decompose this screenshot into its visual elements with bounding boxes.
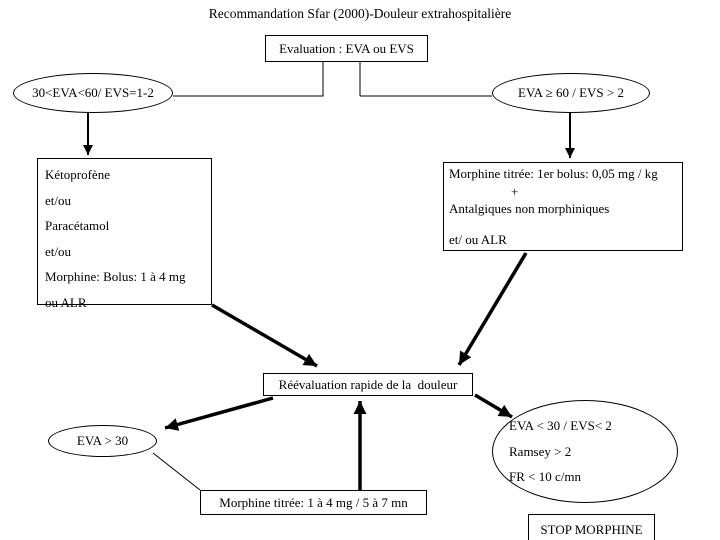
evaluation-box: Evaluation : EVA ou EVS [265,35,428,62]
moderate-treatment-box: Kétoprofène et/ou Paracétamol et/ou Morp… [37,158,212,310]
arrow-severe-treatment-to-reevaluation [457,252,528,366]
eva-over-30-ellipse: EVA > 30 [48,425,157,457]
treatment-line: + [511,183,519,199]
morphine-titration-box: Morphine titrée: 1 à 4 mg / 5 à 7 mn [200,490,427,515]
treatment-line: et/ou [45,243,71,259]
stop-morphine-box: STOP MORPHINE [528,514,655,540]
stop-morphine-label: STOP MORPHINE [540,521,643,537]
reevaluation-label: Réévaluation rapide de la douleur [278,376,458,392]
criteria-line: EVA < 30 / EVS< 2 [509,418,612,434]
connector-eva30-to-titration [152,452,201,491]
stop-criteria-ellipse: EVA < 30 / EVS< 2 Ramsey > 2 FR < 10 c/m… [492,400,678,503]
flowchart-title: Recommandation Sfar (2000)-Douleur extra… [208,6,512,21]
moderate-pain-ellipse: 30<EVA<60/ EVS=1-2 [13,73,173,113]
criteria-line: Ramsey > 2 [509,443,572,459]
treatment-line: et/ ou ALR [449,231,507,247]
treatment-line: Morphine titrée: 1er bolus: 0,05 mg / kg [449,166,658,181]
severe-pain-label: EVA ≥ 60 / EVS > 2 [518,85,624,100]
treatment-line: Morphine: Bolus: 1 à 4 mg [45,269,186,284]
treatment-line: Kétoprofène [45,167,110,182]
morphine-titration-label: Morphine titrée: 1 à 4 mg / 5 à 7 mn [219,494,408,510]
arrow-reevaluation-to-eva30 [164,396,274,431]
treatment-line: et/ou [45,192,71,208]
severe-treatment-box: Morphine titrée: 1er bolus: 0,05 mg / kg… [443,162,683,251]
moderate-pain-label: 30<EVA<60/ EVS=1-2 [32,85,154,100]
criteria-line: FR < 10 c/mn [509,469,581,485]
eva-over-30-label: EVA > 30 [76,433,129,448]
severe-pain-ellipse: EVA ≥ 60 / EVS > 2 [492,73,650,113]
reevaluation-box: Réévaluation rapide de la douleur [263,373,473,396]
treatment-line: ou ALR [45,294,87,310]
evaluation-label: Evaluation : EVA ou EVS [279,40,414,56]
treatment-line: Antalgiques non morphiniques [449,201,610,216]
arrow-moderate-treatment-to-reevaluation [211,303,318,368]
arrow-reevaluation-to-criteria [474,393,513,419]
treatment-line: Paracétamol [45,218,110,233]
